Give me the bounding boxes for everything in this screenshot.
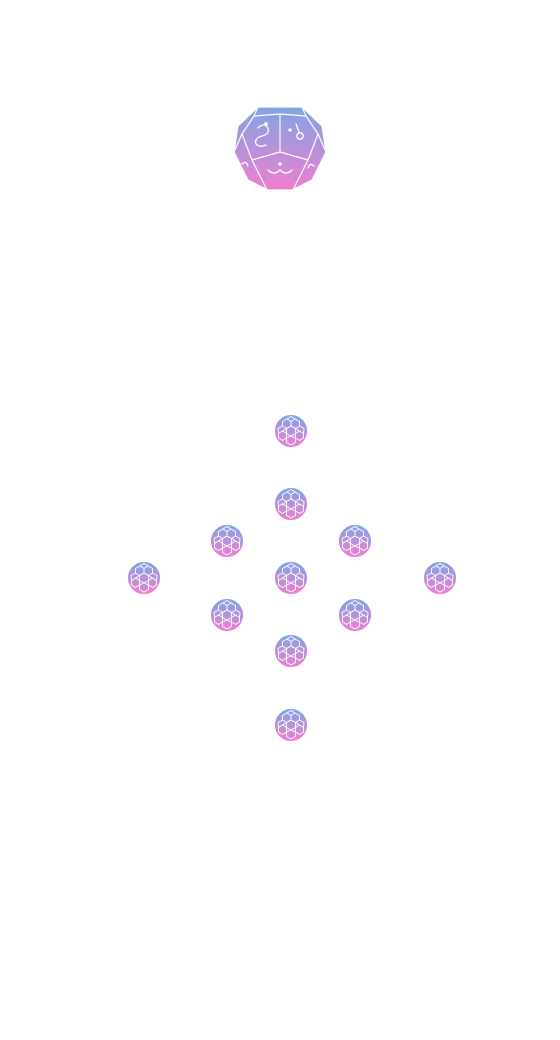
small-die[interactable] (337, 523, 373, 559)
small-die[interactable] (126, 560, 162, 596)
dodecahedron-die-icon (233, 106, 327, 191)
soccer-ball-die-icon (274, 634, 308, 668)
soccer-ball-die-icon (274, 487, 308, 521)
small-die[interactable] (209, 597, 245, 633)
small-die[interactable] (273, 707, 309, 743)
dodecahedron-die[interactable] (232, 102, 328, 192)
soccer-ball-die-icon (274, 414, 308, 448)
soccer-ball-die-icon (127, 561, 161, 595)
small-die[interactable] (273, 486, 309, 522)
soccer-ball-die-icon (210, 524, 244, 558)
small-die[interactable] (209, 523, 245, 559)
small-die[interactable] (273, 413, 309, 449)
small-die[interactable] (273, 560, 309, 596)
soccer-ball-die-icon (338, 598, 372, 632)
small-die[interactable] (273, 633, 309, 669)
soccer-ball-die-icon (423, 561, 457, 595)
soccer-ball-die-icon (274, 561, 308, 595)
soccer-ball-die-icon (338, 524, 372, 558)
soccer-ball-die-icon (210, 598, 244, 632)
small-die[interactable] (422, 560, 458, 596)
small-die[interactable] (337, 597, 373, 633)
soccer-ball-die-icon (274, 708, 308, 742)
